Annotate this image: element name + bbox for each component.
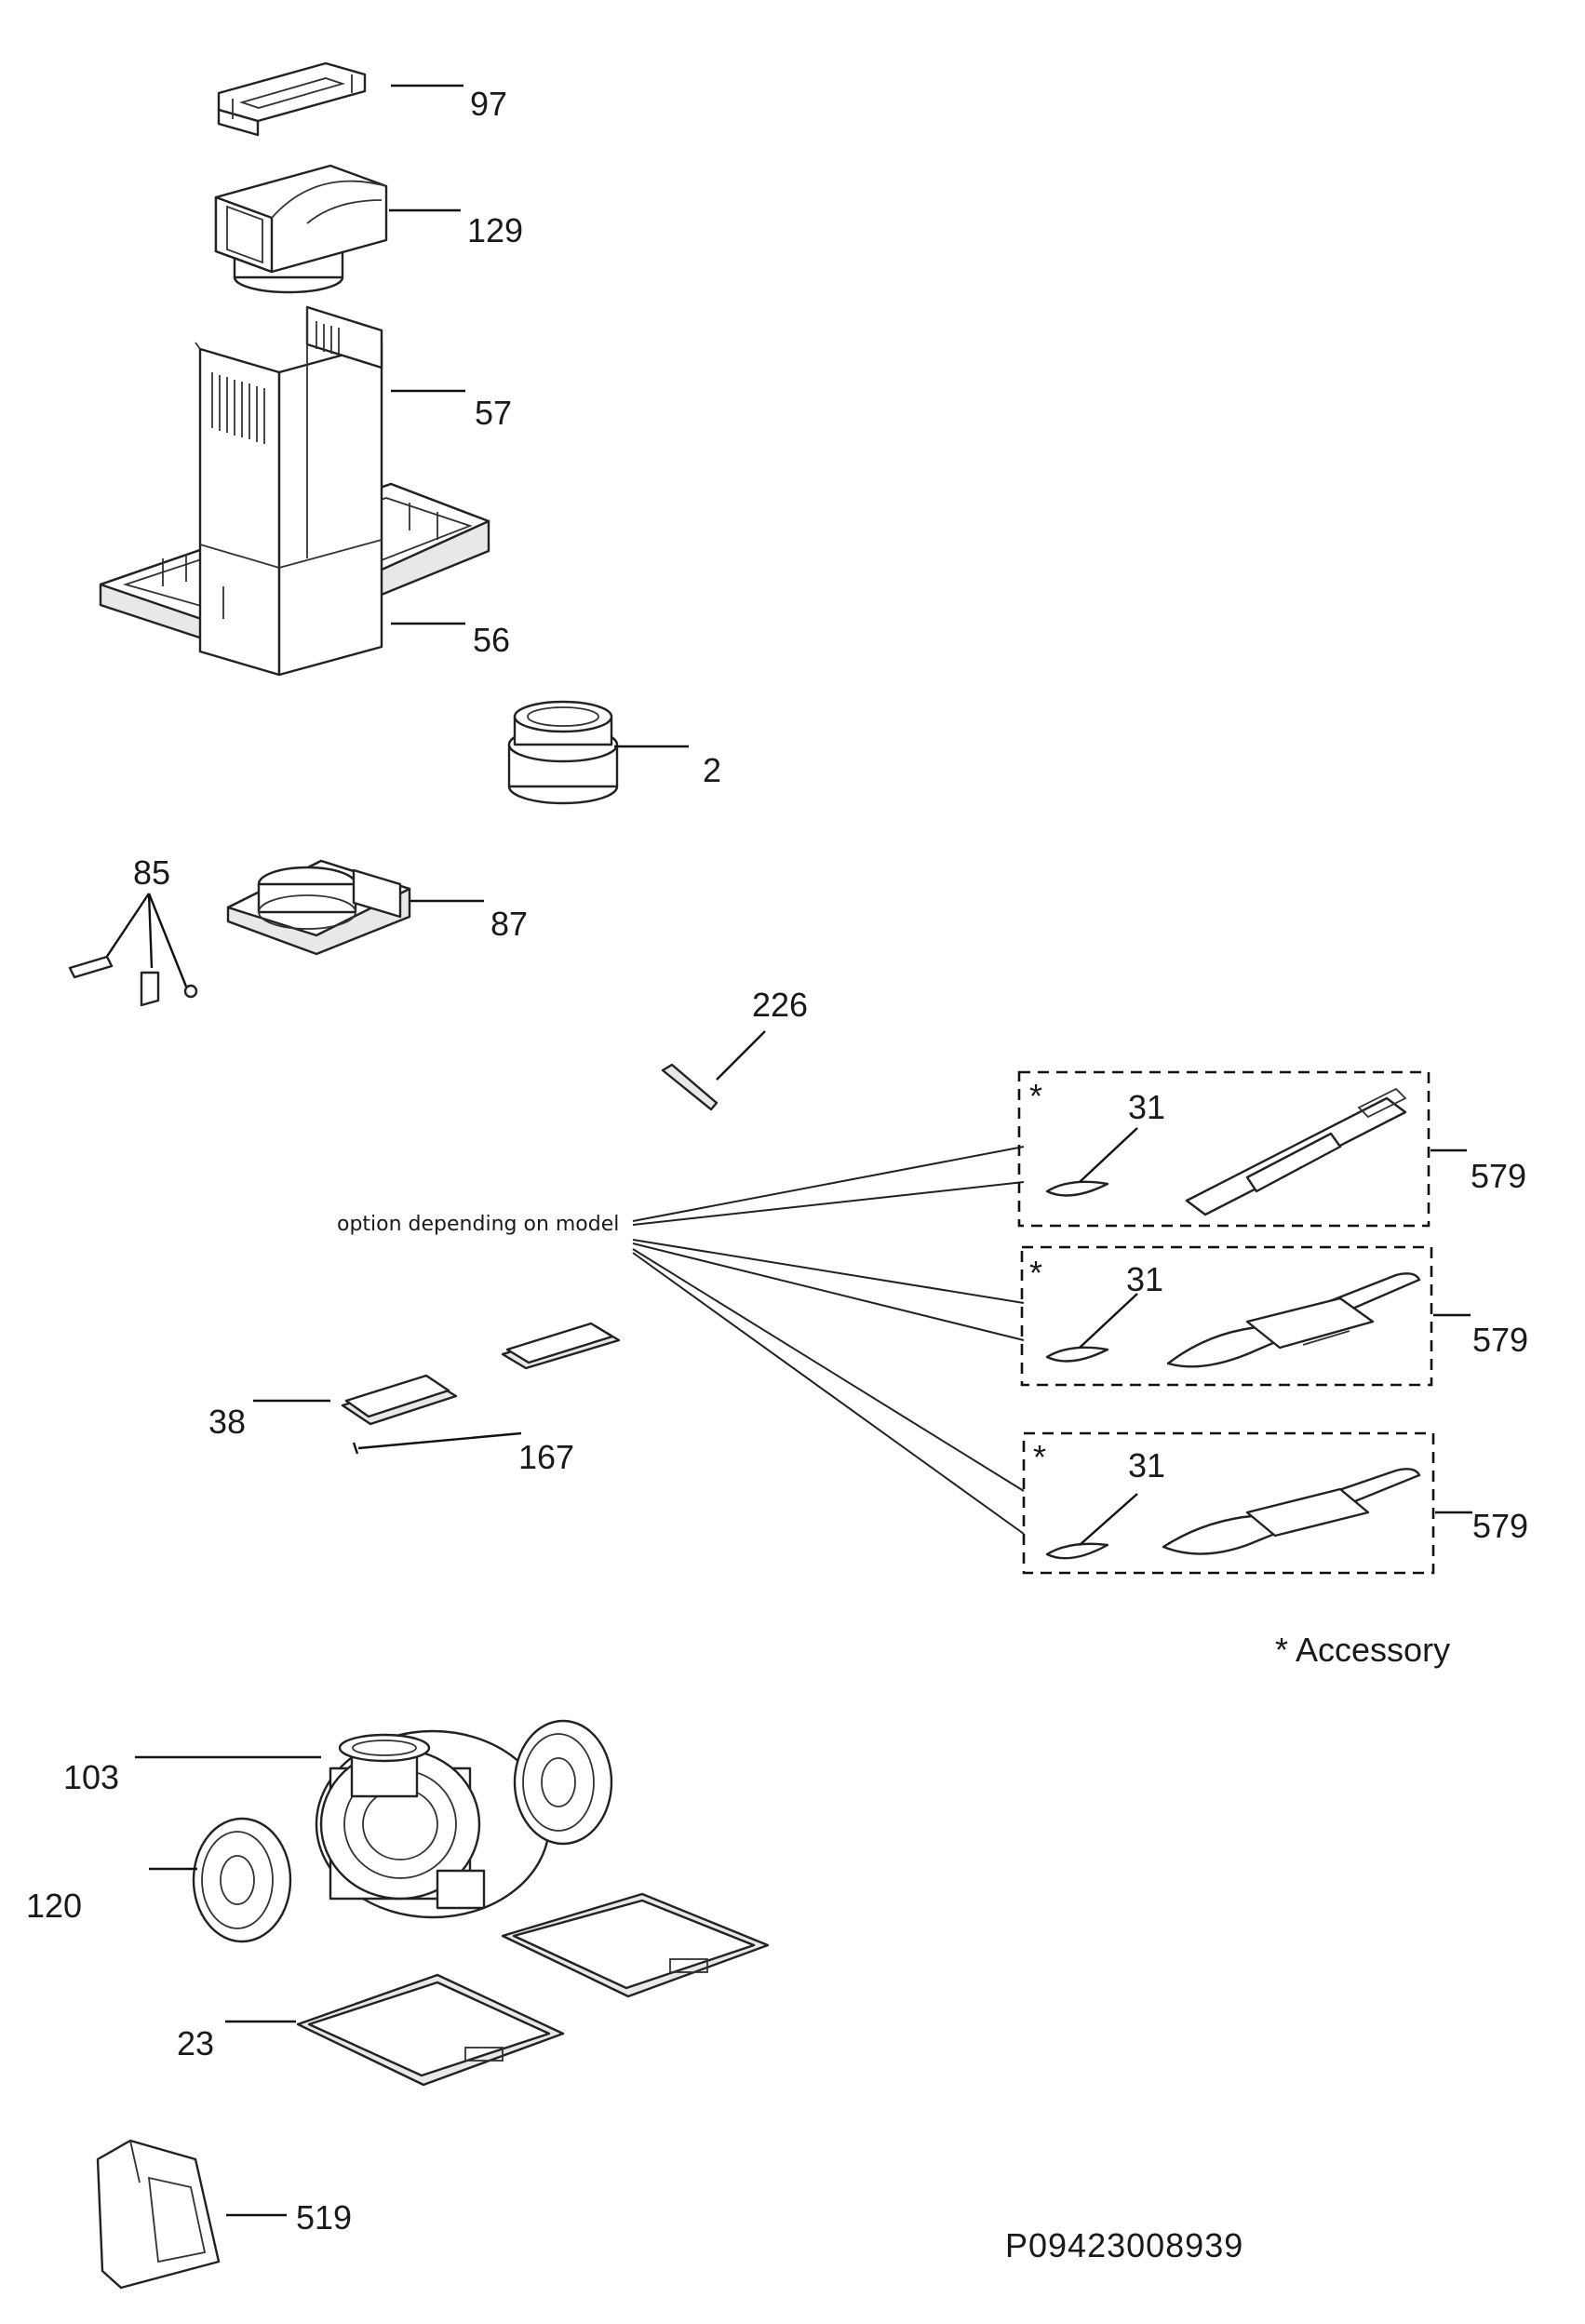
- label-129: 129: [467, 211, 523, 249]
- label-120: 120: [26, 1887, 82, 1925]
- label-167: 167: [518, 1438, 574, 1476]
- label-103: 103: [63, 1758, 119, 1796]
- part-38-lamp-cover: [341, 1322, 621, 1426]
- part-57-56-chimney-canopy: [99, 305, 490, 677]
- label-579-box3: 579: [1472, 1507, 1528, 1545]
- part-167-screw: [357, 1431, 522, 1450]
- drawing-code: P09423008939: [1005, 2226, 1243, 2264]
- label-226: 226: [752, 986, 808, 1024]
- accessory-legend: * Accessory: [1275, 1631, 1450, 1669]
- option-note: option depending on model: [337, 1213, 619, 1236]
- label-31-box1: 31: [1128, 1088, 1165, 1126]
- label-56: 56: [473, 621, 510, 659]
- part-519-bag: [96, 2139, 221, 2290]
- leader-226: [716, 1030, 766, 1081]
- label-31-box2: 31: [1126, 1260, 1163, 1298]
- part-120-side-cover: [192, 1719, 613, 1943]
- part-85-screws-clip: [68, 893, 198, 1007]
- label-38: 38: [208, 1403, 246, 1441]
- part-23-grease-filter: [296, 1892, 770, 2087]
- label-97: 97: [470, 85, 507, 123]
- label-87: 87: [490, 905, 528, 943]
- label-519: 519: [296, 2198, 352, 2237]
- asterisk-1: *: [1029, 1077, 1042, 1115]
- accessory-box-3: *: [1022, 1431, 1435, 1575]
- part-167-screw-head: [352, 1442, 359, 1455]
- label-579-box1: 579: [1471, 1157, 1526, 1195]
- accessory-box-1: *: [1017, 1070, 1431, 1228]
- accessory-box-2: *: [1020, 1245, 1433, 1387]
- label-31-box3: 31: [1128, 1446, 1165, 1484]
- option-fan-lines: [632, 1146, 1025, 1535]
- part-103-motor: [315, 1729, 551, 1919]
- label-579-box2: 579: [1472, 1321, 1528, 1359]
- label-2: 2: [703, 751, 721, 789]
- part-129-duct-adapter: [214, 164, 388, 294]
- label-23: 23: [177, 2024, 214, 2062]
- part-2-round-connector: [507, 700, 619, 805]
- label-57: 57: [475, 394, 512, 432]
- label-85: 85: [133, 853, 170, 892]
- asterisk-2: *: [1029, 1254, 1042, 1292]
- part-87-motor-plate: [226, 859, 411, 956]
- part-97-bracket: [217, 61, 367, 137]
- part-226-strip: [661, 1063, 719, 1111]
- asterisk-3: *: [1033, 1438, 1046, 1476]
